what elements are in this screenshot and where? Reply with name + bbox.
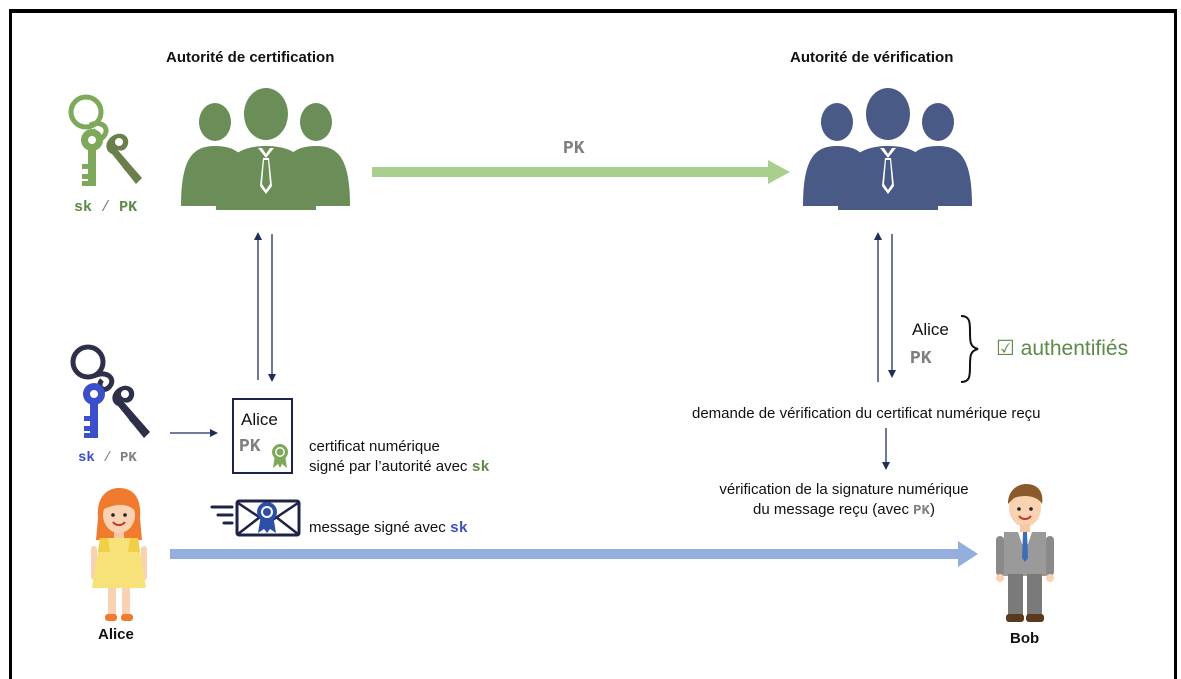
- diagram-frame: [9, 9, 1177, 679]
- checkbox-checked-icon: ☑: [996, 337, 1015, 360]
- pk-transfer-arrow: [372, 160, 790, 184]
- va-group-icon: [803, 88, 972, 210]
- certificate-caption-2-text: signé par l’autorité avec: [309, 458, 472, 475]
- certificate-card: Alice PK: [232, 398, 293, 474]
- alice-key-separator: /: [103, 450, 112, 466]
- authenticated-name: Alice: [912, 320, 949, 339]
- ca-group-icon: [181, 88, 350, 210]
- verification-request-text: demande de vérification du certificat nu…: [692, 405, 1041, 422]
- authenticated-pk: PK: [910, 349, 932, 369]
- alice-avatar: [91, 488, 147, 621]
- message-caption: message signé avec sk: [309, 518, 468, 538]
- curly-brace-icon: [960, 315, 979, 383]
- ca-title: Autorité de certification: [166, 49, 335, 66]
- certificate-caption-2-key: sk: [471, 459, 490, 476]
- ca-sk-label: sk: [74, 199, 93, 216]
- ca-key-separator: /: [101, 199, 111, 216]
- va-title: Autorité de vérification: [790, 49, 954, 66]
- signature-check-line-2-text: du message reçu (avec: [753, 501, 914, 518]
- ca-keys-icon: [68, 94, 142, 186]
- certificate-name: Alice: [241, 410, 278, 429]
- alice-sk-label: sk: [78, 450, 95, 466]
- message-arrow: [170, 541, 978, 567]
- alice-keys-icon: [70, 344, 150, 438]
- bob-avatar: [996, 484, 1054, 622]
- certificate-pk: PK: [239, 437, 261, 457]
- certificate-seal-icon: [272, 444, 288, 468]
- alice-keys-label: sk / PK: [78, 450, 137, 466]
- signed-envelope-icon: [210, 499, 301, 537]
- signature-check-line-1: vérification de la signature numérique: [719, 481, 969, 498]
- certificate-caption-1: certificat numérique: [309, 438, 440, 455]
- request-to-signature-arrow: [882, 428, 890, 470]
- pk-transfer-label: PK: [563, 139, 585, 159]
- signature-check-line-2-suffix: ): [929, 501, 935, 518]
- certificate-caption-2: signé par l’autorité avec sk: [309, 457, 490, 477]
- va-request-arrows: [874, 232, 896, 382]
- keys-to-cert-arrow: [170, 429, 218, 437]
- message-caption-text: message signé avec: [309, 519, 450, 536]
- ca-cert-arrows: [254, 232, 276, 382]
- authenticated-badge: ☑ authentifiés: [996, 336, 1128, 361]
- signature-check-line-2: du message reçu (avec PK): [694, 500, 994, 521]
- authenticated-label: authentifiés: [1020, 337, 1129, 360]
- alice-label: Alice: [98, 626, 134, 643]
- signature-check-line-2-key: PK: [913, 503, 930, 519]
- alice-pk-label: PK: [120, 450, 137, 466]
- ca-keys-label: sk / PK: [74, 199, 137, 216]
- bob-label: Bob: [1010, 630, 1040, 647]
- message-caption-key: sk: [449, 520, 468, 537]
- ca-pk-label: PK: [119, 199, 138, 216]
